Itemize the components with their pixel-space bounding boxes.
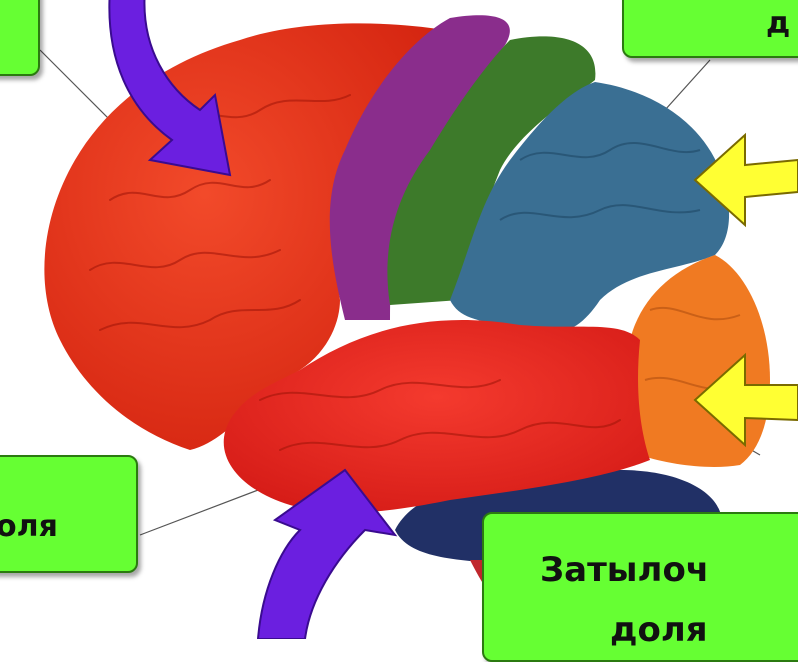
label-occipital: Затылоч доля [482, 512, 798, 662]
occipital-lobe [628, 255, 770, 467]
label-parietal-text: д [766, 6, 790, 41]
label-temporal-text: оля [0, 509, 58, 544]
label-temporal: оля [0, 455, 138, 573]
label-occipital-line1: Затылоч [540, 550, 709, 590]
label-occipital-line2: доля [610, 610, 708, 650]
label-parietal: д [622, 0, 798, 58]
label-top-left [0, 0, 40, 76]
